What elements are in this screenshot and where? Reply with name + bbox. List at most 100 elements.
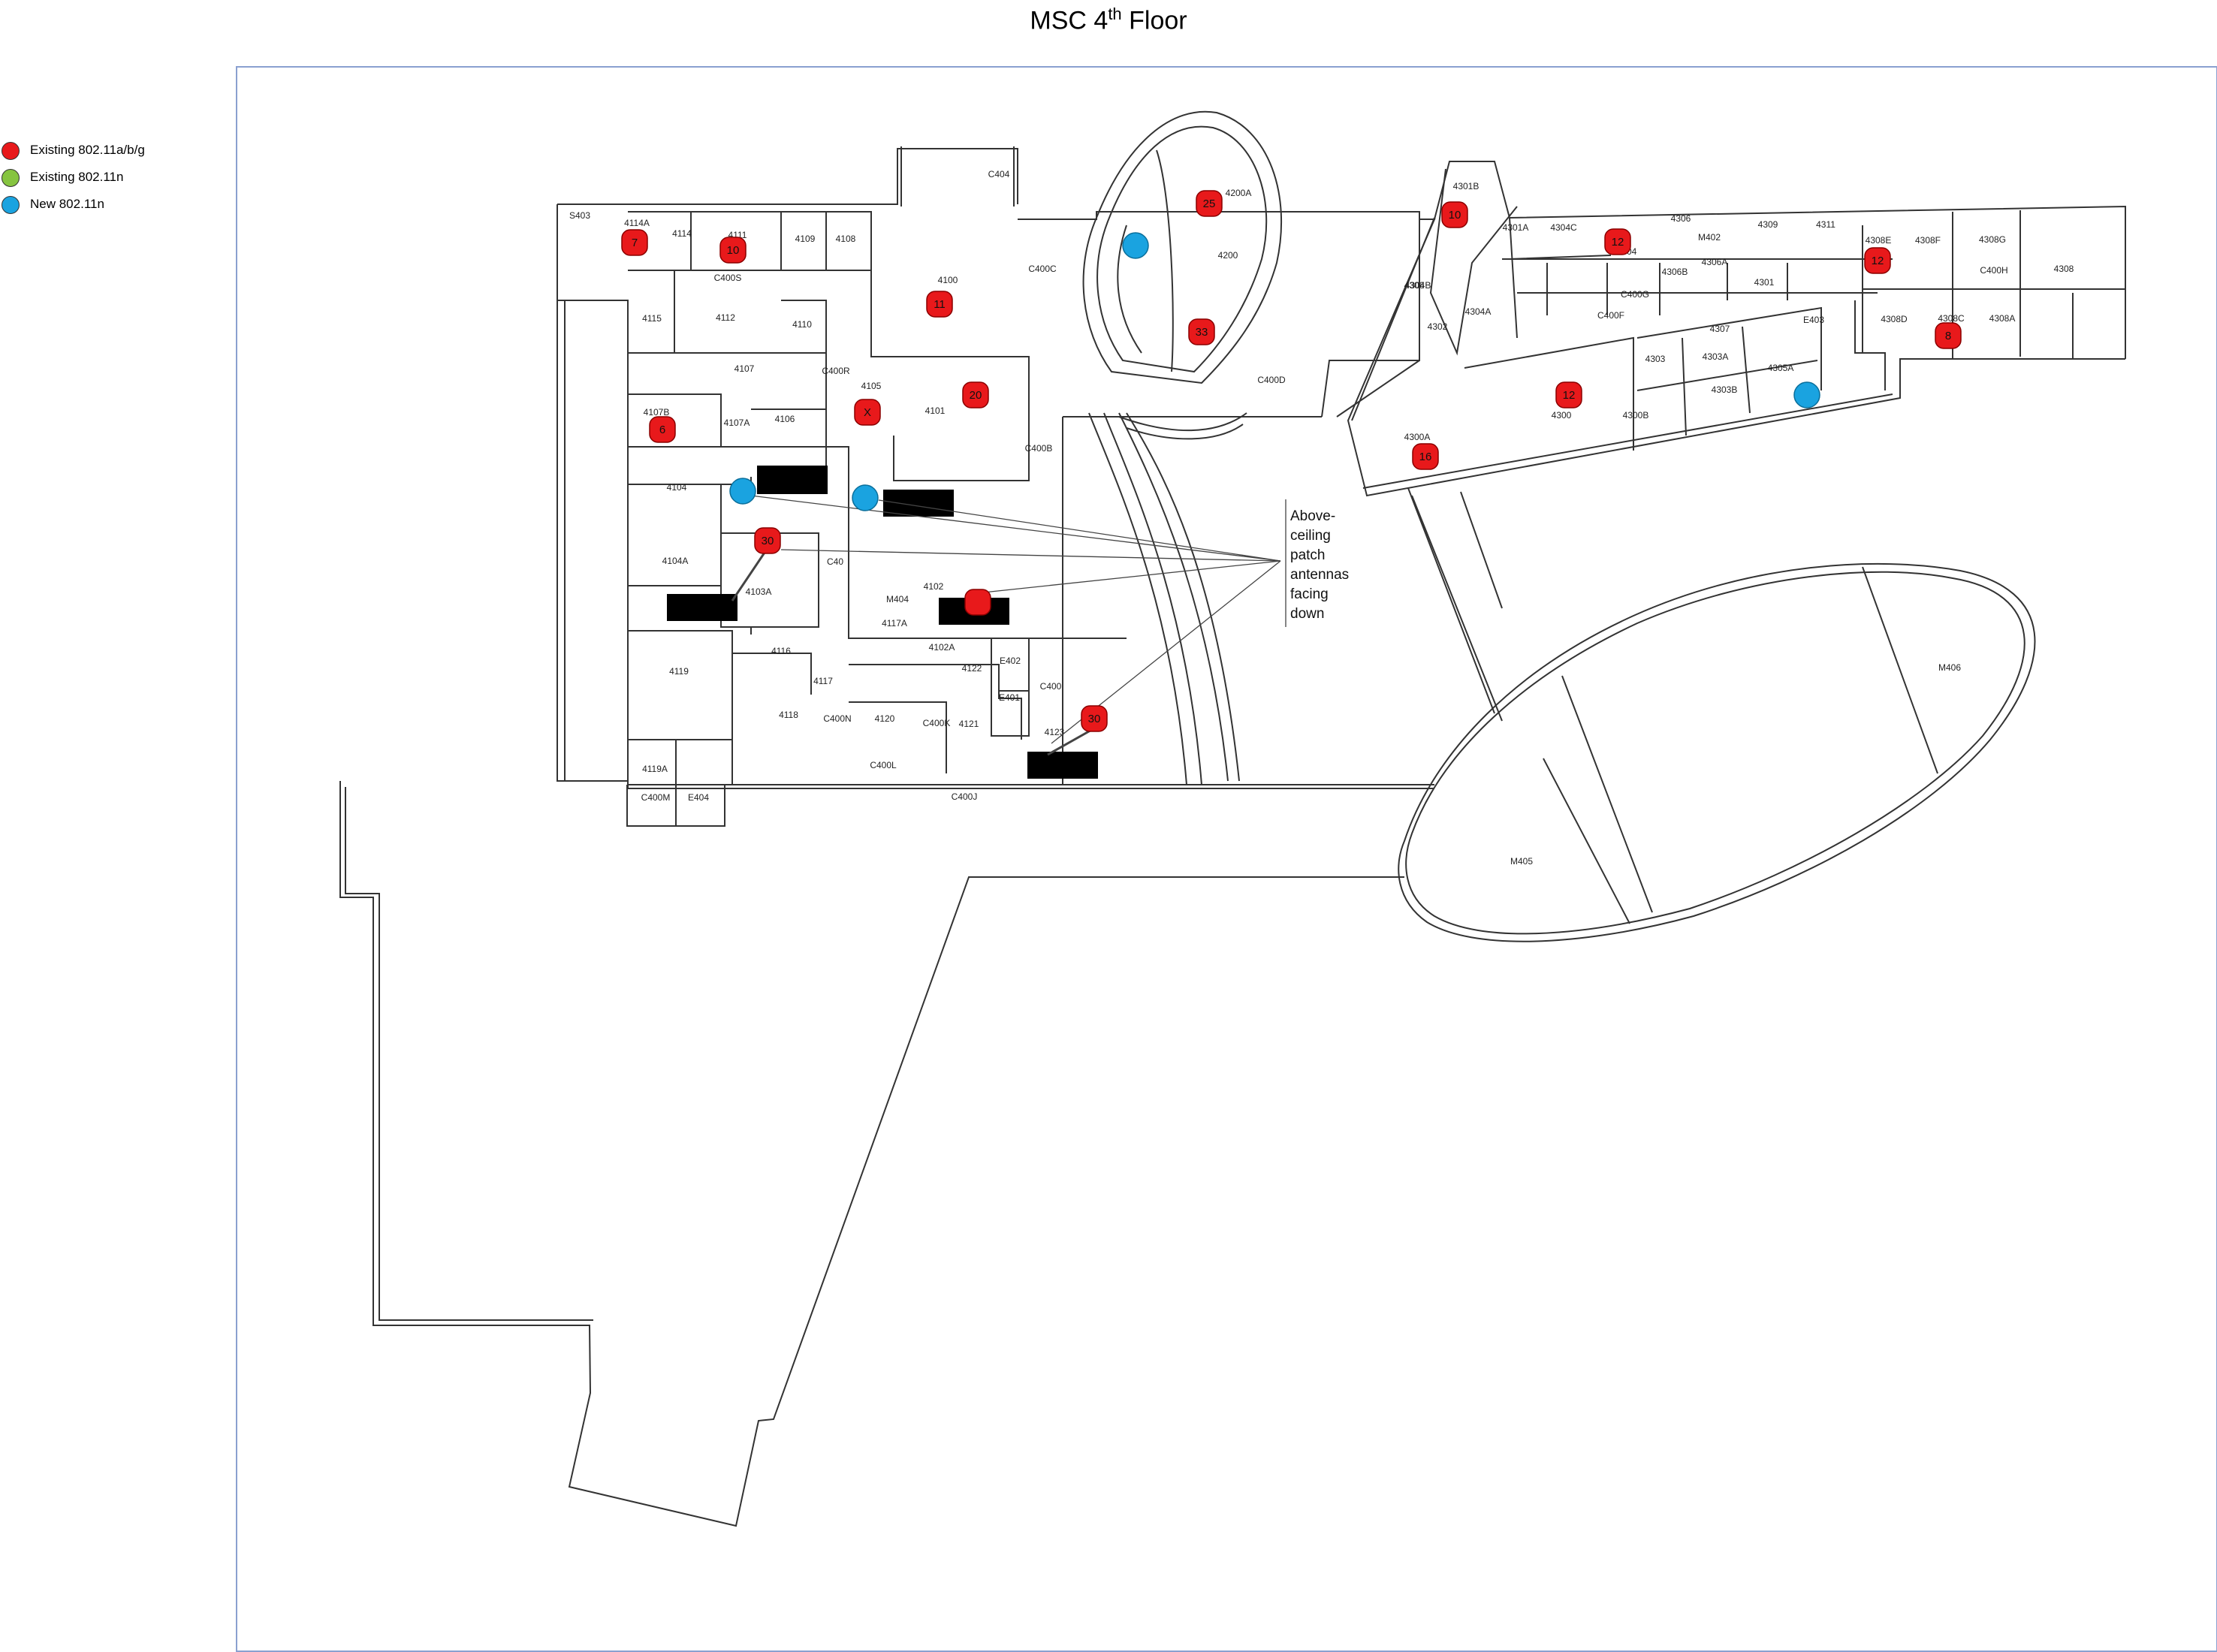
- room-label: 4118: [779, 710, 798, 720]
- room-label: M406: [1938, 662, 1961, 673]
- room-label: 4122: [962, 663, 982, 674]
- wall: [1429, 168, 1518, 356]
- room-label: 4102A: [929, 642, 955, 653]
- title-superscript: th: [1108, 5, 1122, 23]
- title-suffix: Floor: [1121, 6, 1187, 35]
- ap-label: 10: [727, 244, 740, 257]
- legend-label: Existing 802.11a/b/g: [30, 143, 145, 157]
- room-label: 4119A: [642, 764, 668, 774]
- room-label: 4120: [875, 713, 895, 724]
- room-label: 4107B: [644, 407, 670, 418]
- existing-ap-marker: 30: [754, 527, 781, 554]
- room-label: 4119: [669, 666, 689, 677]
- room-label: 4302: [1428, 321, 1448, 332]
- wall: [900, 146, 1015, 206]
- wall: [1118, 412, 1247, 432]
- wall: [1509, 217, 1612, 339]
- note-line: antennas: [1290, 567, 1349, 583]
- wall: [628, 446, 849, 481]
- wall: [628, 630, 733, 740]
- wall: [628, 211, 1030, 481]
- room-label: 4115: [642, 313, 662, 324]
- legend-label: New 802.11n: [30, 197, 104, 211]
- wall: [1636, 306, 1822, 390]
- room-label: C40: [827, 556, 843, 567]
- new-ap-marker: [852, 484, 879, 511]
- room-label: 4101: [925, 405, 946, 416]
- room-label: 4107A: [724, 418, 750, 428]
- redacted-box: [883, 490, 954, 517]
- leader-line: [976, 560, 1281, 594]
- room-label: 4301B: [1453, 181, 1480, 191]
- room-label: 4304C: [1550, 222, 1577, 233]
- wall: [1405, 571, 2025, 935]
- ap-label: 12: [1563, 389, 1576, 402]
- wall: [1362, 393, 1893, 489]
- room-label: 4308F: [1915, 235, 1941, 246]
- room-label: E404: [688, 792, 709, 803]
- ap-label: 12: [1612, 236, 1624, 249]
- ap-label: X: [864, 406, 871, 419]
- wall: [628, 393, 827, 447]
- plan-frame: [236, 66, 2217, 1652]
- wall: [1854, 300, 1886, 390]
- leader-line: [780, 549, 1281, 562]
- wall: [1742, 326, 1751, 414]
- room-label: 4200: [1218, 250, 1238, 261]
- room-label: 4100: [938, 275, 958, 285]
- room-label: 4308G: [1979, 234, 2006, 245]
- room-label: 4103A: [746, 586, 772, 597]
- walls: [339, 110, 2126, 1527]
- wall: [721, 626, 752, 635]
- room-label: 4308A: [1989, 313, 2016, 324]
- new-ap-marker: [729, 478, 756, 505]
- legend-label: Existing 802.11n: [30, 170, 124, 184]
- wall: [781, 212, 871, 271]
- note-line: down: [1290, 606, 1324, 622]
- room-label: C400N: [823, 713, 851, 724]
- ap-label: 8: [1945, 330, 1951, 342]
- ap-label: 25: [1203, 197, 1216, 210]
- existing-ap-marker: X: [854, 399, 881, 426]
- existing-ap-marker: 25: [1196, 190, 1223, 217]
- room-label: C400L: [870, 760, 897, 770]
- ap-label: 33: [1196, 326, 1208, 339]
- room-label: 4104: [667, 482, 687, 493]
- room-label: C400J: [952, 791, 978, 802]
- existing-ap-marker: [964, 589, 991, 616]
- leader-line: [878, 499, 1281, 562]
- redacted-box: [1027, 752, 1098, 779]
- note-line: ceiling: [1290, 528, 1331, 544]
- green-dot-icon: [2, 169, 20, 187]
- note-line: Above-: [1290, 508, 1335, 524]
- room-label: 4309: [1758, 219, 1778, 230]
- room-label: C400: [1040, 681, 1062, 692]
- leader-line: [750, 495, 1281, 562]
- room-label: 4311: [1816, 219, 1835, 230]
- existing-ap-marker: 8: [1935, 322, 1962, 349]
- room-label: 4306: [1404, 280, 1425, 291]
- existing-ap-marker: 11: [926, 291, 953, 318]
- room-label: M404: [886, 594, 909, 604]
- ap-label: 7: [632, 237, 638, 249]
- wall: [1118, 412, 1229, 782]
- room-label: 4200A: [1226, 188, 1252, 198]
- room-label: 4300A: [1404, 432, 1431, 442]
- wall: [1351, 217, 1435, 421]
- room-label: C400H: [1980, 265, 2007, 276]
- room-label: C400K: [923, 718, 951, 728]
- room-label: 4106: [775, 414, 795, 424]
- new-ap-marker: [1793, 381, 1820, 408]
- wall: [675, 740, 733, 785]
- ap-label: 12: [1872, 255, 1884, 267]
- ap-label: 30: [1088, 713, 1101, 725]
- room-label: C400D: [1257, 375, 1286, 385]
- wall: [557, 204, 628, 782]
- room-label: 4303: [1645, 354, 1666, 364]
- wall: [1126, 412, 1240, 782]
- room-label: C400B: [1025, 443, 1053, 454]
